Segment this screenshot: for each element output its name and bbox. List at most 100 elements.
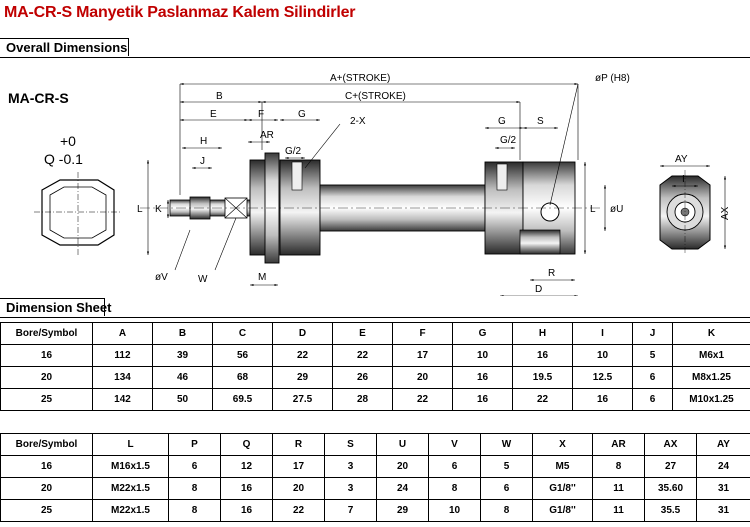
table-cell: 10	[572, 344, 633, 367]
label-b: B	[216, 91, 223, 102]
label-l-right: L	[590, 204, 596, 215]
section-overall-label: Overall Dimensions	[6, 40, 128, 55]
table-header-cell: G	[452, 322, 513, 345]
label-phi-v: øV	[155, 272, 168, 283]
table-cell: 6	[428, 455, 481, 478]
table-cell: 50	[152, 388, 213, 411]
label-c-stroke: C+(STROKE)	[345, 91, 406, 102]
table-cell: 16	[452, 388, 513, 411]
table-header-cell: C	[212, 322, 273, 345]
table-header-cell: X	[532, 433, 593, 456]
table-cell: 11	[592, 499, 645, 522]
table-header-cell: J	[632, 322, 673, 345]
label-h: H	[200, 136, 207, 147]
table-header-cell: I	[572, 322, 633, 345]
table-header-cell: Q	[220, 433, 273, 456]
table-cell: 22	[512, 388, 573, 411]
table-cell: 112	[92, 344, 153, 367]
section-overall-dimensions: Overall Dimensions	[0, 38, 750, 58]
section-dimension-sheet: Dimension Sheet	[0, 298, 750, 318]
table-cell: 68	[212, 366, 273, 389]
table-cell: 22	[332, 344, 393, 367]
hex-end-view-left	[34, 172, 122, 255]
table-cell: 134	[92, 366, 153, 389]
table-cell: 20	[0, 366, 93, 389]
table-cell: 16	[0, 344, 93, 367]
table-header-cell: W	[480, 433, 533, 456]
table-cell: 16	[572, 388, 633, 411]
table-cell: 29	[376, 499, 429, 522]
table-cell: 25	[0, 388, 93, 411]
label-l-left: L	[137, 204, 143, 215]
table-cell: 26	[332, 366, 393, 389]
table-cell: 6	[168, 455, 221, 478]
table-cell: 22	[272, 344, 333, 367]
front-cover	[249, 152, 321, 264]
table-cell: 20	[376, 455, 429, 478]
section-sheet-label: Dimension Sheet	[6, 300, 112, 315]
label-ay: AY	[675, 154, 688, 165]
table-header-cell: P	[168, 433, 221, 456]
tolerance-minus: Q -0.1	[44, 151, 83, 167]
overall-dimensions-drawing: A+(STROKE) C+(STROKE) øP (H8) B E F G 2-…	[34, 73, 731, 296]
table-cell: 5	[632, 344, 673, 367]
table-cell: 8	[168, 477, 221, 500]
table-cell: 5	[480, 455, 533, 478]
table-cell: 3	[324, 477, 377, 500]
table-cell: 17	[392, 344, 453, 367]
table-cell: 12	[220, 455, 273, 478]
table-header-cell: D	[272, 322, 333, 345]
table-cell: 20	[0, 477, 93, 500]
label-phi-p: øP (H8)	[595, 73, 630, 84]
label-d: D	[535, 284, 542, 295]
table-cell: 6	[480, 477, 533, 500]
table-cell: G1/8''	[532, 499, 593, 522]
table-header-cell: AR	[592, 433, 645, 456]
table-header-cell: K	[672, 322, 750, 345]
label-e: E	[210, 109, 217, 120]
label-a-stroke: A+(STROKE)	[330, 73, 390, 84]
table-cell: 16	[452, 366, 513, 389]
table-header-cell: R	[272, 433, 325, 456]
label-m: M	[258, 272, 266, 283]
table-cell: 20	[392, 366, 453, 389]
table-cell: 8	[480, 499, 533, 522]
table-cell: 24	[376, 477, 429, 500]
table-cell: M22x1.5	[92, 477, 169, 500]
model-label: MA-CR-S	[8, 90, 69, 106]
table-cell: M6x1	[672, 344, 750, 367]
label-f: F	[258, 109, 264, 120]
label-i: I	[682, 174, 685, 185]
table-header-cell: E	[332, 322, 393, 345]
table-cell: M22x1.5	[92, 499, 169, 522]
table-header-row: Bore/Symbol A B C D E F G H I J K	[0, 322, 750, 345]
label-2x: 2-X	[350, 116, 366, 127]
label-g2-front: G/2	[285, 146, 302, 157]
table-cell: 27	[644, 455, 697, 478]
label-ax: AX	[720, 206, 731, 220]
table-cell: 16	[0, 455, 93, 478]
table-cell: 7	[324, 499, 377, 522]
table-cell: 39	[152, 344, 213, 367]
table-cell: 31	[696, 477, 750, 500]
table-header-cell: Bore/Symbol	[0, 322, 93, 345]
table-header-cell: V	[428, 433, 481, 456]
table-cell: 11	[592, 477, 645, 500]
label-g2-rear: G/2	[500, 135, 517, 146]
table-header-cell: U	[376, 433, 429, 456]
end-view-right	[659, 170, 711, 255]
dimension-lines	[146, 82, 727, 296]
table-cell: 16	[512, 344, 573, 367]
table-cell: M5	[532, 455, 593, 478]
table-header-cell: F	[392, 322, 453, 345]
dimension-table-2: Bore/Symbol L P Q R S U V W X AR AX AY 1…	[0, 433, 750, 522]
table-cell: M16x1.5	[92, 455, 169, 478]
label-g-rear: G	[498, 116, 506, 127]
table-header-row: Bore/Symbol L P Q R S U V W X AR AX AY	[0, 433, 750, 456]
label-g-front: G	[298, 109, 306, 120]
page-title: MA-CR-S Manyetik Paslanmaz Kalem Silindi…	[4, 4, 356, 21]
table-header-cell: H	[512, 322, 573, 345]
